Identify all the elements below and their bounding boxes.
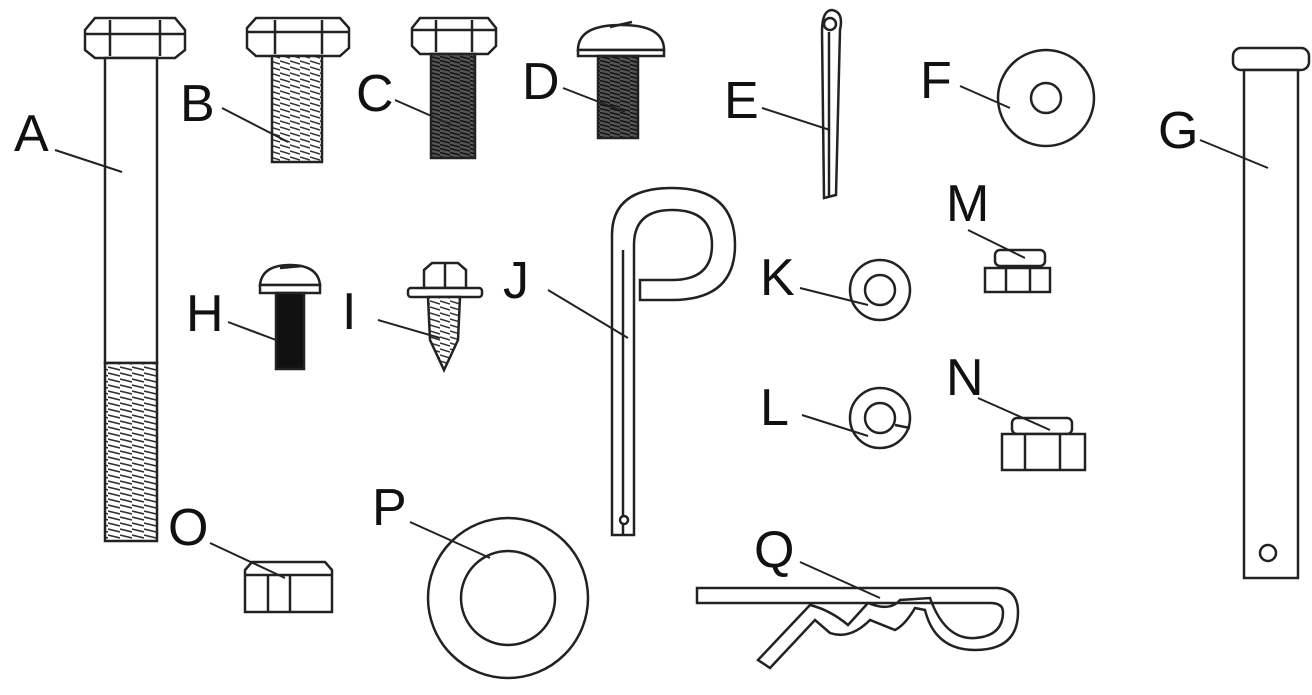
label-i: I (342, 283, 357, 341)
label-k: K (760, 249, 795, 307)
leader-o (209, 542, 286, 579)
label-c: C (356, 65, 394, 123)
part-h-machine-screw (258, 263, 322, 371)
label-f: F (920, 52, 952, 110)
part-i-self-tapping-screw (406, 261, 484, 373)
part-d-round-head-screw (576, 20, 666, 140)
part-k-lock-washer (848, 258, 912, 322)
part-c-hex-bolt (410, 16, 498, 160)
part-e-cotter-pin (820, 8, 843, 200)
label-m: M (946, 175, 990, 233)
part-m-lock-nut (983, 248, 1052, 294)
leader-k (799, 287, 869, 306)
leader-c (394, 99, 453, 126)
label-a: A (14, 105, 49, 163)
part-b-hex-bolt (245, 16, 351, 164)
part-j-hook-rod (610, 186, 737, 537)
leader-n (977, 397, 1051, 431)
leader-h (227, 321, 277, 341)
label-p: P (372, 479, 407, 537)
label-d: D (522, 53, 560, 111)
label-g: G (1158, 102, 1199, 160)
label-o: O (168, 499, 209, 557)
leader-j (547, 289, 629, 339)
label-j: J (503, 252, 529, 310)
leader-a (54, 149, 123, 173)
label-h: H (186, 285, 224, 343)
part-g-clevis-pin (1231, 46, 1311, 580)
part-l-split-lock-washer (848, 386, 912, 450)
part-p-large-washer (426, 516, 590, 680)
leader-g (1199, 139, 1269, 169)
part-f-flat-washer (996, 48, 1096, 148)
part-a-hex-bolt (83, 16, 187, 543)
label-n: N (946, 349, 984, 407)
label-e: E (724, 72, 759, 130)
label-q: Q (754, 521, 795, 579)
leader-e (761, 107, 831, 131)
leader-q (799, 561, 881, 599)
leader-d (562, 87, 626, 113)
part-q-hair-pin (695, 586, 1020, 670)
part-n-lock-nut (1000, 416, 1087, 472)
leader-p (409, 521, 491, 559)
leader-b (221, 107, 289, 143)
leader-l (801, 414, 869, 437)
label-l: L (760, 379, 789, 437)
leader-i (377, 319, 441, 339)
label-b: B (180, 75, 215, 133)
leader-m (967, 229, 1026, 259)
leader-f (959, 85, 1011, 109)
part-o-hex-nut (243, 560, 334, 614)
